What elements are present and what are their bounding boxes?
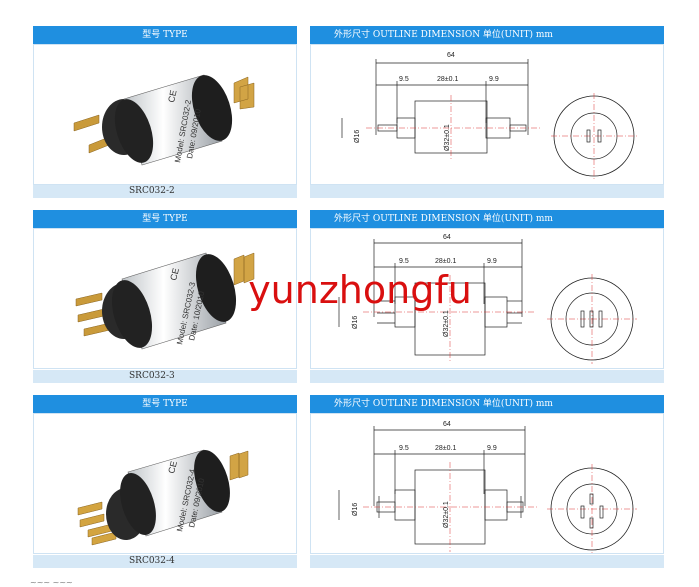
outline-drawing-src032-4: 64 9.5 28±0.1 9.9 Ø32±0.1 Ø16: [310, 413, 664, 554]
dim-overall: 64: [443, 234, 451, 241]
dim-height: Ø16: [352, 316, 359, 329]
slip-ring-image: Model: SRC032-4 Date: 09/2010 CE: [77, 449, 249, 546]
dimension-header: 外形尺寸 OUTLINE DIMENSION 单位(UNIT) mm: [310, 210, 664, 228]
dim-diameter: Ø32±0.1: [443, 501, 450, 528]
dim-left: 9.5: [399, 258, 409, 265]
slip-ring-image: Model: SRC032-2 Date: 09/2010 CE: [73, 74, 255, 166]
dim-overall: 64: [443, 421, 451, 428]
outline-drawing-src032-3: 64 9.5 28±0.1 9.9 Ø32±0.1 Ø16: [310, 228, 664, 369]
dim-left: 9.5: [399, 445, 409, 452]
model-caption-src032-3: SRC032-3: [33, 370, 297, 383]
caption-bar: [310, 555, 664, 568]
dim-mid: 28±0.1: [435, 258, 456, 265]
slip-ring-image: Model: SRC032-3 Date: 10/2010 CE: [75, 252, 255, 350]
end-view-circle: [547, 464, 637, 553]
dim-overall: 64: [447, 52, 455, 59]
dim-right: 9.9: [489, 76, 499, 83]
dim-height: Ø16: [354, 130, 361, 143]
dim-diameter: Ø32±0.1: [444, 124, 451, 151]
type-header: 型号 TYPE: [33, 210, 297, 228]
ce-mark: CE: [168, 267, 181, 282]
ce-mark: CE: [166, 460, 179, 475]
model-caption-src032-4: SRC032-4: [33, 555, 297, 568]
dim-right: 9.9: [487, 445, 497, 452]
ce-mark: CE: [166, 89, 178, 103]
dimension-header: 外形尺寸 OUTLINE DIMENSION 单位(UNIT) mm: [310, 26, 664, 44]
end-view-circle: [547, 274, 637, 364]
dim-diameter: Ø32±0.1: [443, 310, 450, 337]
dim-height: Ø16: [352, 503, 359, 516]
dim-right: 9.9: [487, 258, 497, 265]
dimension-header: 外形尺寸 OUTLINE DIMENSION 单位(UNIT) mm: [310, 395, 664, 413]
type-header: 型号 TYPE: [33, 26, 297, 44]
type-header: 型号 TYPE: [33, 395, 297, 413]
product-photo-src032-3: Model: SRC032-3 Date: 10/2010 CE: [33, 228, 297, 369]
caption-bar: [310, 370, 664, 383]
dim-left: 9.5: [399, 76, 409, 83]
dim-mid: 28±0.1: [435, 445, 456, 452]
end-view-circle: [551, 93, 637, 179]
model-caption-src032-2: SRC032-2: [33, 185, 297, 198]
product-photo-src032-2: Model: SRC032-2 Date: 09/2010 CE: [33, 44, 297, 185]
footer-note: ~~~ ~~~: [30, 578, 73, 587]
product-photo-src032-4: Model: SRC032-4 Date: 09/2010 CE: [33, 413, 297, 554]
caption-bar: [310, 185, 664, 198]
outline-drawing-src032-2: 64 9.5 28±0.1 9.9 Ø32±0.1 Ø16: [310, 44, 664, 185]
dim-mid: 28±0.1: [437, 76, 458, 83]
